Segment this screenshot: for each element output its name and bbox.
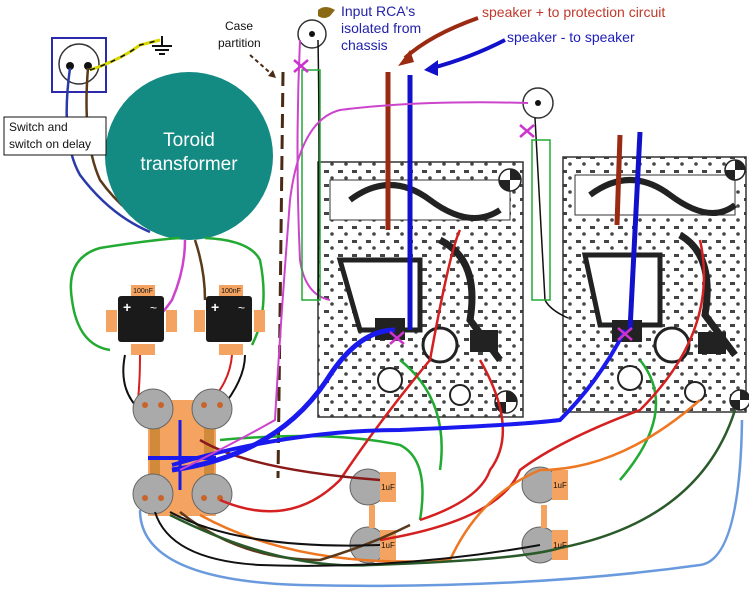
- rca-wire-left: [296, 39, 331, 301]
- speaker-minus-arrow: [431, 38, 506, 70]
- supply-wire-lightblue: [138, 419, 744, 588]
- bridge-ac-left: ~: [150, 301, 157, 315]
- supply-wire-black-2: [154, 511, 541, 567]
- mains-wire-blue: [65, 67, 151, 234]
- toroid-label-line1: Toroid: [163, 130, 215, 151]
- cap-100nf-label-2: 100nF: [221, 288, 241, 295]
- supply-wire-red-3: [379, 239, 706, 542]
- supply-wire-darkred: [199, 438, 381, 482]
- toroid-transformer: [105, 72, 273, 240]
- rca-shield-right: [531, 139, 551, 301]
- amplifier-pcb-right: [562, 156, 749, 413]
- filter-capacitor-icon: [132, 388, 174, 430]
- secondary-wire-brown: [193, 239, 207, 301]
- case-label-line2: partition: [218, 36, 261, 50]
- dc-wire-red-left: [137, 354, 141, 401]
- speaker-minus-label: speaker - to speaker: [507, 29, 635, 45]
- speaker-plus-wire-right: [614, 134, 623, 226]
- supply-wire-darkgreen: [169, 409, 737, 567]
- cut-mark-right: [519, 124, 535, 138]
- cut-mark-pcb-left: [389, 331, 405, 345]
- supply-wire-red-1: [219, 229, 462, 513]
- rca-connector-icon: [297, 19, 327, 49]
- case-label-line1: Case: [225, 19, 253, 33]
- cut-mark-left: [293, 59, 309, 73]
- bridge-plus-left: +: [123, 299, 131, 315]
- case-partition-line: [276, 71, 285, 479]
- cap-1uf-label-1: 1uF: [381, 483, 395, 492]
- rca-shield-left: [301, 69, 321, 301]
- ground-symbol-icon: [152, 36, 172, 55]
- mains-socket-icon: [51, 37, 107, 93]
- supply-wire-red-2: [419, 359, 505, 522]
- switch-label-line2: switch on delay: [9, 137, 91, 151]
- speaker-plus-label: speaker + to protection circuit: [482, 4, 665, 20]
- cap-1uf-label-3: 1uF: [553, 481, 567, 490]
- bridge-plus-right: +: [211, 299, 219, 315]
- bridge-rectifier-left: [106, 285, 177, 355]
- cut-mark-pcb-right: [617, 327, 633, 341]
- secondary-wire-green-left: [69, 236, 181, 352]
- supply-wire-orange: [199, 399, 701, 563]
- rca-pointer-icon: [318, 7, 335, 18]
- switch-label-line1: Switch and: [9, 120, 68, 134]
- capacitor-100nf-top: [131, 285, 155, 296]
- rca-wire-left-2: [317, 39, 320, 301]
- supply-wire-black-1: [169, 511, 381, 547]
- cap-1uf-label-4: 1uF: [553, 541, 567, 550]
- supply-wire-green-left: [219, 434, 424, 521]
- supply-wire-green-right: [399, 359, 443, 471]
- bridge-ac-right: ~: [238, 301, 245, 315]
- rca-label-line3: chassis: [341, 37, 388, 53]
- cap-100nf-label-1: 100nF: [133, 288, 153, 295]
- rca-wire-right: [179, 101, 529, 471]
- capacitor-100nf-bottom: [131, 344, 155, 355]
- speaker-minus-wire-right: [627, 131, 643, 331]
- rca-label-line1: Input RCA's: [341, 3, 415, 19]
- toroid-label-line2: transformer: [140, 154, 238, 175]
- cap-1uf-label-2: 1uF: [381, 541, 395, 550]
- ground-wire-blue-thick-2: [171, 329, 627, 467]
- amplifier-pcb-left: [317, 161, 524, 418]
- switch-label-box: [3, 116, 107, 156]
- capacitor-100nf-right: [166, 310, 177, 332]
- rca-label-line2: isolated from: [341, 20, 421, 36]
- bridge-rectifier-right: [194, 285, 265, 355]
- capacitor-100nf-left: [106, 310, 117, 332]
- supply-wire-green-right-2: [619, 359, 658, 481]
- ground-wire-blue-thick: [171, 327, 396, 473]
